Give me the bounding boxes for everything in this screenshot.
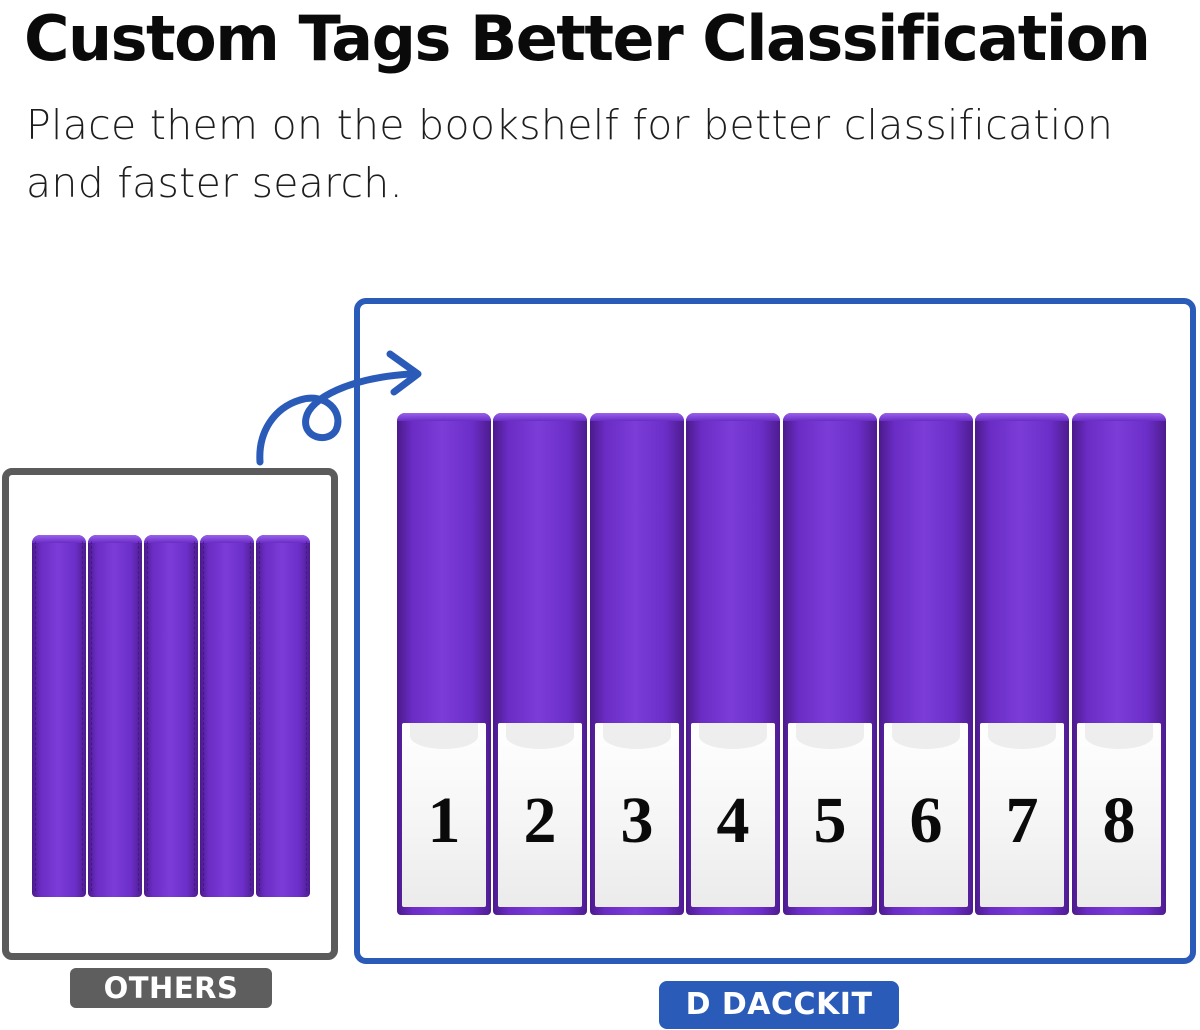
others-book <box>32 535 86 897</box>
brand-book-3: 3 <box>590 413 684 915</box>
book-label-number: 5 <box>813 784 847 857</box>
brand-panel <box>354 298 1196 964</box>
brand-book-6: 6 <box>879 413 973 915</box>
brand-book-7: 7 <box>975 413 1069 915</box>
book-label-number: 4 <box>716 784 750 857</box>
book-label-number: 6 <box>909 784 943 857</box>
brand-book-2: 2 <box>493 413 587 915</box>
book-label-window: 5 <box>788 723 872 907</box>
page-title: Custom Tags Better Classification <box>24 2 1151 75</box>
book-label-window: 7 <box>980 723 1064 907</box>
brand-book-4: 4 <box>686 413 780 915</box>
others-book <box>200 535 254 897</box>
page-subtitle: Place them on the bookshelf for better c… <box>26 101 1114 207</box>
others-book <box>256 535 310 897</box>
book-label-window: 6 <box>884 723 968 907</box>
curved-arrow-icon <box>256 350 422 466</box>
brand-book-1: 1 <box>397 413 491 915</box>
book-label-window: 1 <box>402 723 486 907</box>
book-label-number: 2 <box>523 784 557 857</box>
book-label-window: 3 <box>595 723 679 907</box>
brand-book-8: 8 <box>1072 413 1166 915</box>
book-label-number: 3 <box>620 784 654 857</box>
book-label-window: 4 <box>691 723 775 907</box>
book-label-number: 1 <box>427 784 461 857</box>
others-badge: OTHERS <box>70 968 272 1008</box>
book-label-number: 8 <box>1102 784 1136 857</box>
others-panel <box>2 468 338 960</box>
book-label-window: 8 <box>1077 723 1161 907</box>
book-label-window: 2 <box>498 723 582 907</box>
brand-badge: D DACCKIT <box>659 981 899 1029</box>
others-book <box>88 535 142 897</box>
others-book <box>144 535 198 897</box>
brand-book-5: 5 <box>783 413 877 915</box>
book-label-number: 7 <box>1005 784 1039 857</box>
